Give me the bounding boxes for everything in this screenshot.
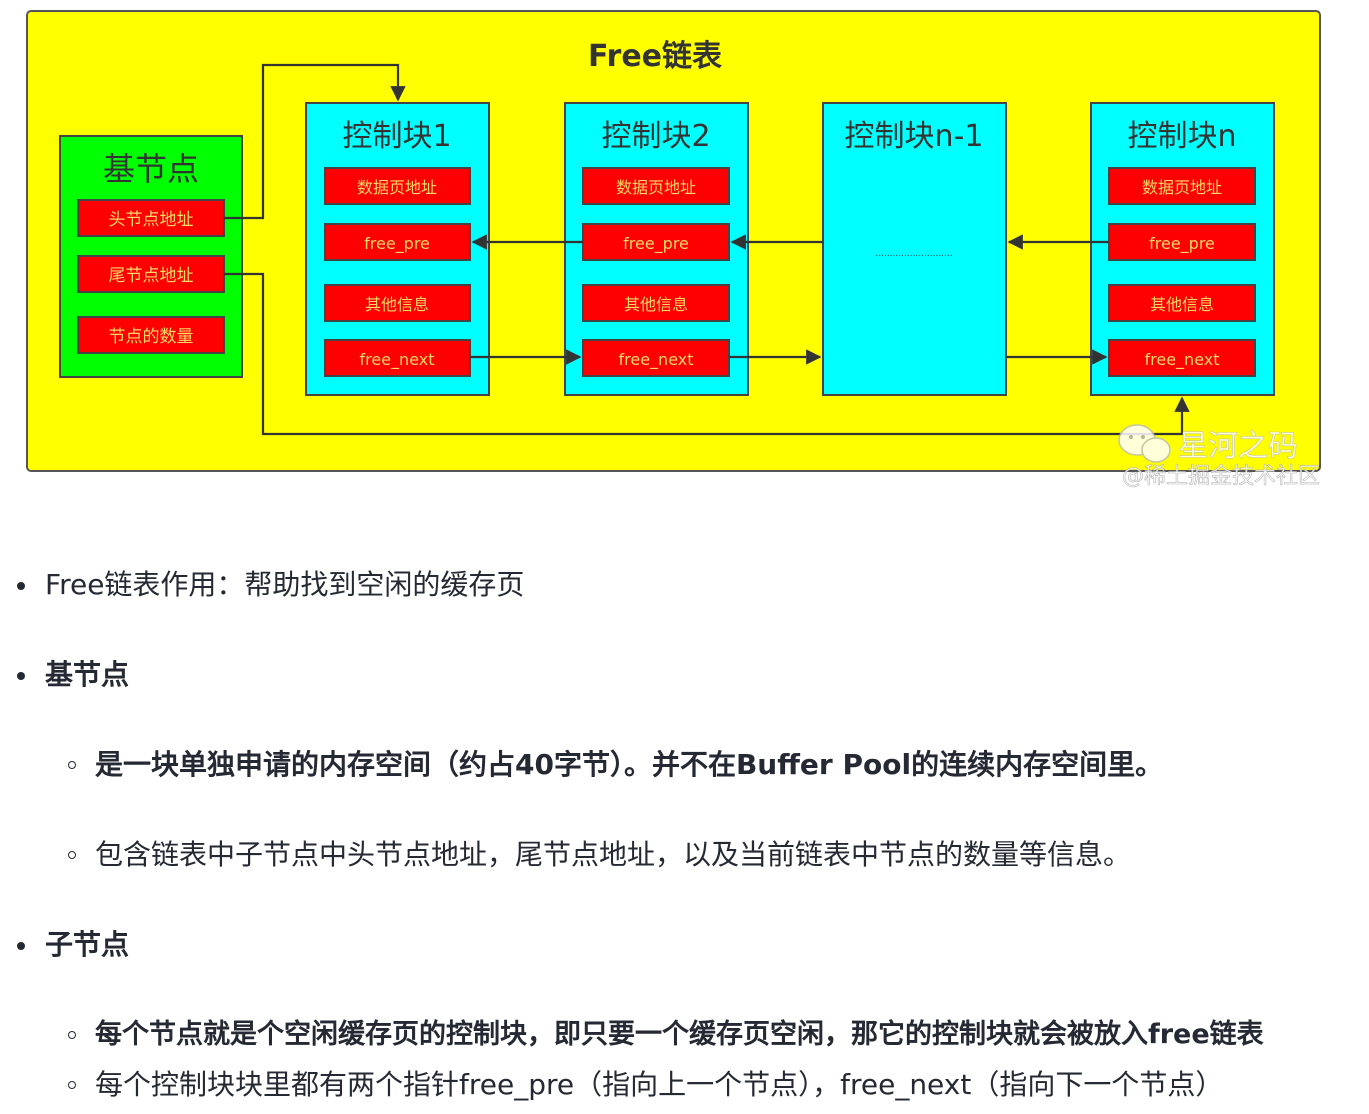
control-block-1: 控制块1 数据页地址 free_pre 其他信息 free_next [305,102,490,396]
control-block-2: 控制块2 数据页地址 free_pre 其他信息 free_next [564,102,749,396]
bullet-child-node: 子节点 [17,925,129,965]
svg-text:free_pre: free_pre [1149,234,1215,254]
control-block-n: 控制块n 数据页地址 free_pre 其他信息 free_next [1090,102,1275,396]
base-field-tail: 尾节点地址 [77,255,225,293]
cb2-field-other-info: 其他信息 [582,284,730,322]
bullet-base-node-contents: 包含链表中子节点中头节点地址，尾节点地址，以及当前链表中节点的数量等信息。 [68,835,1131,875]
control-block-n-minus-1-title: 控制块n-1 [845,119,984,154]
cb2-field-free-pre: free_pre [582,223,730,261]
tail-pointer-arrow [224,272,1190,436]
cbn-field-free-pre: free_pre [1108,223,1256,261]
bullet-base-node-memory: 是一块单独申请的内存空间（约占40字节）。并不在Buffer Pool的连续内存… [68,745,1163,785]
base-node: 基节点 头节点地址 尾节点地址 节点的数量 [59,135,243,378]
svg-text:其他信息: 其他信息 [1150,295,1214,314]
diagram-title: Free链表 [588,39,722,74]
svg-text:数据页地址: 数据页地址 [616,178,696,197]
bullet-circle [68,1081,76,1089]
bullet-free-list-purpose: Free链表作用：帮助找到空闲的缓存页 [17,565,524,605]
cbn-field-free-next: free_next [1108,339,1256,377]
svg-text:free_next: free_next [619,350,694,370]
cb1-field-other-info: 其他信息 [324,284,471,322]
svg-text:尾节点地址: 尾节点地址 [109,266,194,286]
cbn-field-page-address: 数据页地址 [1108,167,1256,205]
svg-text:free_pre: free_pre [364,234,430,254]
base-node-title: 基节点 [103,150,199,188]
watermark-line1: 星河之码 [1178,429,1298,464]
svg-text:数据页地址: 数据页地址 [1142,178,1222,197]
cb1-field-free-next: free_next [324,339,471,377]
bullet-circle [68,761,76,769]
bullet-circle [68,851,76,859]
cbn-field-other-info: 其他信息 [1108,284,1256,322]
control-block-n-title: 控制块n [1127,119,1236,154]
control-block-1-title: 控制块1 [342,119,451,154]
bullet-base-node: 基节点 [17,655,129,695]
base-field-count: 节点的数量 [77,316,225,354]
bullet-child-node-pointers: 每个控制块块里都有两个指针free_pre（指向上一个节点），free_next… [68,1065,1223,1105]
svg-text:节点的数量: 节点的数量 [109,327,194,347]
svg-text:头节点地址: 头节点地址 [109,210,194,230]
svg-text:数据页地址: 数据页地址 [357,178,437,197]
watermark: 星河之码 @稀土掘金技术社区 [1118,424,1320,489]
svg-text:其他信息: 其他信息 [365,295,429,314]
ellipsis: ........................... [875,249,952,259]
cb1-field-page-address: 数据页地址 [324,167,471,205]
control-block-n-minus-1: 控制块n-1 ........................... [822,102,1007,396]
free-list-diagram: Free链表 基节点 头节点地址 尾节点地址 节点的数量 控制块1 [0,0,1369,500]
bullet-disc [17,942,25,950]
cb2-field-free-next: free_next [582,339,730,377]
svg-text:free_pre: free_pre [623,234,689,254]
svg-text:free_next: free_next [360,350,435,370]
cb1-field-free-pre: free_pre [324,223,471,261]
watermark-line2: @稀土掘金技术社区 [1122,464,1320,489]
cb2-field-page-address: 数据页地址 [582,167,730,205]
bullet-circle [68,1031,76,1039]
base-field-head: 头节点地址 [77,199,225,237]
bullet-disc [17,672,25,680]
head-pointer-arrow [224,63,406,220]
bullet-child-node-control-block: 每个节点就是个空闲缓存页的控制块，即只要一个缓存页空闲，那它的控制块就会被放入f… [68,1015,1264,1055]
svg-text:其他信息: 其他信息 [624,295,688,314]
bullet-disc [17,582,25,590]
wechat-icon [1118,424,1171,463]
svg-text:free_next: free_next [1145,350,1220,370]
control-block-2-title: 控制块2 [601,119,710,154]
